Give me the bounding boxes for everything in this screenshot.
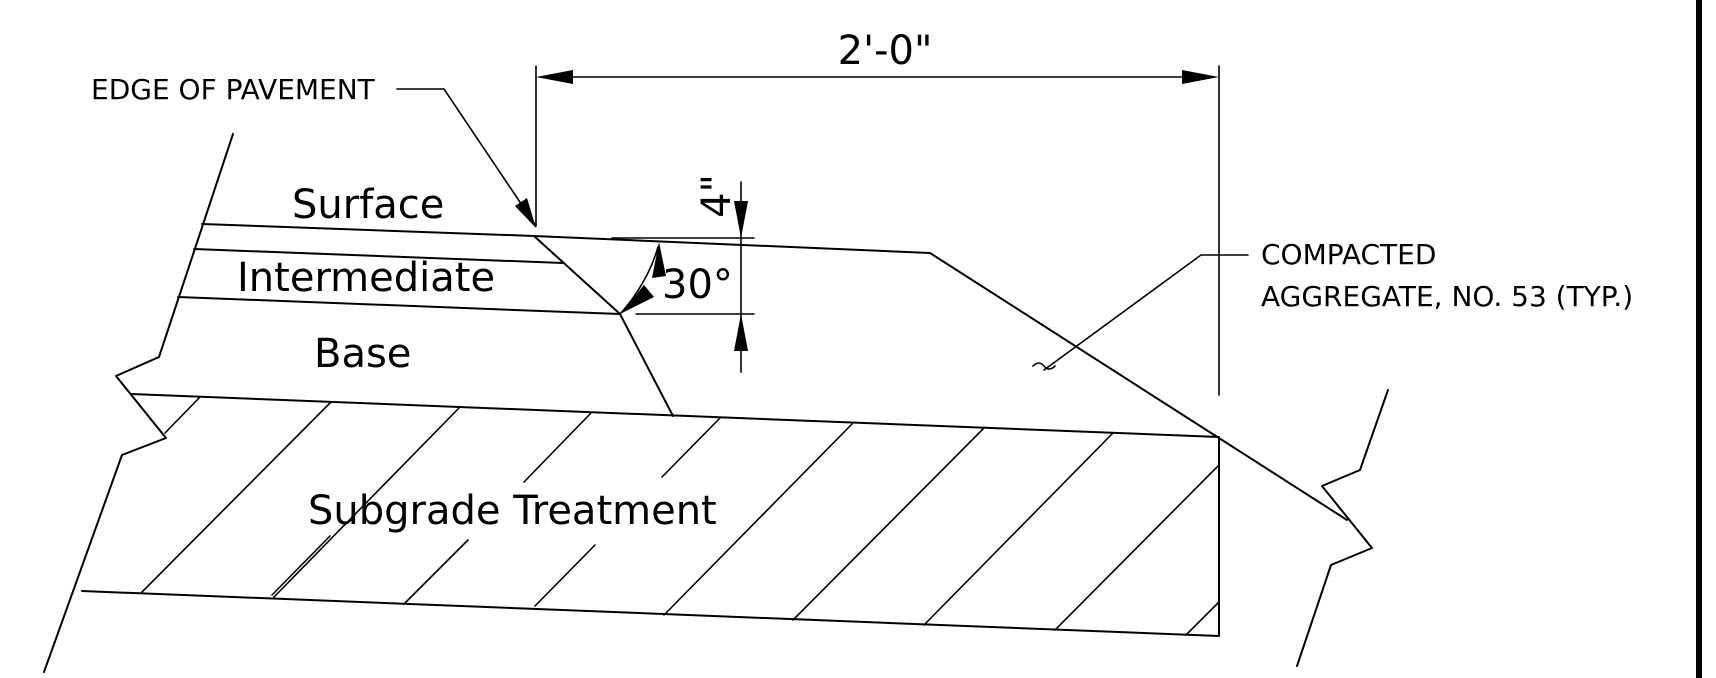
surface-layer-label: Surface xyxy=(292,182,444,228)
compacted-aggregate-label-line1: COMPACTED xyxy=(1261,238,1436,271)
base-layer-label: Base xyxy=(314,331,411,377)
left-break-line xyxy=(43,133,234,673)
dim-arrow-left xyxy=(536,70,573,84)
edge-of-pavement-leader-arrow xyxy=(515,198,536,228)
compacted-aggregate-leader xyxy=(1043,254,1249,371)
edge-of-pavement-label: EDGE OF PAVEMENT xyxy=(91,73,376,106)
compacted-aggregate-leader-tilde xyxy=(1032,362,1056,370)
dim-depth-label: 4" xyxy=(694,174,740,218)
intermediate-top-line xyxy=(193,248,564,264)
angle-arrow-upper xyxy=(652,242,666,278)
base-top-line xyxy=(177,296,621,315)
subgrade-outline xyxy=(81,393,1220,637)
angle-label: 30° xyxy=(662,262,733,308)
subgrade-hatching xyxy=(141,396,1220,636)
edge-of-pavement-leader xyxy=(396,88,537,227)
compacted-aggregate-label-line2: AGGREGATE, NO. 53 (TYP.) xyxy=(1261,280,1633,313)
dim-width-label: 2'-0" xyxy=(838,28,933,74)
angle-arrow-lower xyxy=(620,285,654,314)
dim-arrow-right xyxy=(1182,70,1219,84)
intermediate-layer-label: Intermediate xyxy=(237,255,495,301)
surface-top-line xyxy=(201,223,535,237)
right-break-line xyxy=(1296,389,1389,667)
dim-depth-arrow-top xyxy=(734,201,748,238)
aggregate-wedge-outline xyxy=(533,235,1348,521)
dim-depth-arrow-bottom xyxy=(734,314,748,351)
subgrade-layer-label: Subgrade Treatment xyxy=(308,488,717,534)
